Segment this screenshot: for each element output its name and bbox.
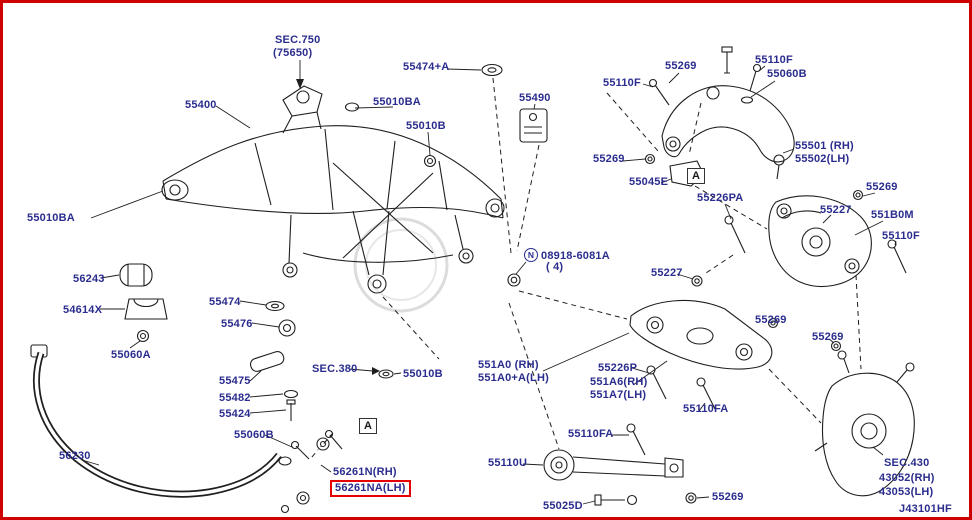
part-label-56230: 56230 [59,450,91,462]
part-label-55269-e: 55269 [812,331,844,343]
part-label-08918-qty: ( 4) [546,261,564,273]
part-label-56243: 56243 [73,273,105,285]
part-label-55060B-a: 55060B [767,68,807,80]
upper-link-art [691,195,907,352]
stabilizer-link-art [280,429,343,514]
part-label-551A7: 551A7(LH) [590,389,647,401]
part-label-55502: 55502(LH) [795,153,850,165]
part-label-55269-a: 55269 [665,60,697,72]
part-label-43053: 43053(LH) [879,486,934,498]
subframe-art [161,85,505,294]
part-label-55482: 55482 [219,392,251,404]
part-label-55501: 55501 (RH) [795,140,854,152]
part-label-55476: 55476 [221,318,253,330]
part-label-55110FA-b: 55110FA [568,428,614,440]
part-label-43052: 43052(RH) [879,472,935,484]
part-label-55269-d: 55269 [755,314,787,326]
part-label-55060A: 55060A [111,349,151,361]
stabilizer-bar-art [30,344,292,498]
label-leader-lines [81,60,897,505]
circled-n-marker: N [524,248,538,262]
part-label-55490: 55490 [519,92,551,104]
part-label-55474: 55474 [209,296,241,308]
section-ref-380: SEC.380 [312,363,358,375]
part-labels-layer: SEC.750(75650) 55474+A 55269 55110F 55110F 55… [3,3,969,517]
part-label-55424: 55424 [219,408,251,420]
assembly-dashed-lines [310,77,862,459]
part-label-55475: 55475 [219,375,251,387]
part-label-55025D: 55025D [543,500,583,512]
part-label-55110F-c: 55110F [882,230,920,242]
part-label-55110U: 55110U [488,457,528,469]
part-label-55110F-a: 55110F [755,54,793,66]
part-label-55227-b: 55227 [651,267,683,279]
part-label-551A6: 551A6(RH) [590,376,648,388]
mount-hardware-art [249,63,548,460]
part-label-55474A: 55474+A [403,61,450,73]
detail-marker-a-1: A [687,168,706,184]
part-label-55110F-b: 55110F [603,77,641,89]
bushing-clamp-art [119,263,168,343]
part-label-551A0A: 551A0+A(LH) [478,372,549,384]
part-label-55400: 55400 [185,99,217,111]
part-label-551B0M: 551B0M [871,209,914,221]
part-label-55227-a: 55227 [820,204,852,216]
part-label-56261NA-highlighted[interactable]: 56261NA(LH) [330,480,411,497]
part-label-55010BA-b: 55010BA [27,212,75,224]
part-label-54614X: 54614X [63,304,103,316]
part-label-55269-f: 55269 [712,491,744,503]
part-label-551A0: 551A0 (RH) [478,359,539,371]
part-label-55226P: 55226P [598,362,638,374]
suspension-diagram-art [30,46,915,514]
drawing-code: J43101HF [899,503,952,515]
part-label-55045E: 55045E [629,176,669,188]
section-ref-750-sub: (75650) [273,47,313,59]
part-label-55060B-b: 55060B [234,429,274,441]
part-label-55110FA-a: 55110FA [683,403,729,415]
part-label-55010B-b: 55010B [403,368,443,380]
part-label-56261N: 56261N(RH) [333,466,397,478]
part-label-55010B-a: 55010B [406,120,446,132]
section-ref-750: SEC.750 [275,34,321,46]
radius-rod-art [543,449,697,506]
part-label-55269-b: 55269 [593,153,625,165]
part-label-55269-c: 55269 [866,181,898,193]
detail-marker-a-2: A [359,418,378,434]
section-ref-430: SEC.430 [884,457,930,469]
part-label-55010BA-a: 55010BA [373,96,421,108]
knuckle-art [814,350,915,497]
part-label-55226PA: 55226PA [697,192,744,204]
